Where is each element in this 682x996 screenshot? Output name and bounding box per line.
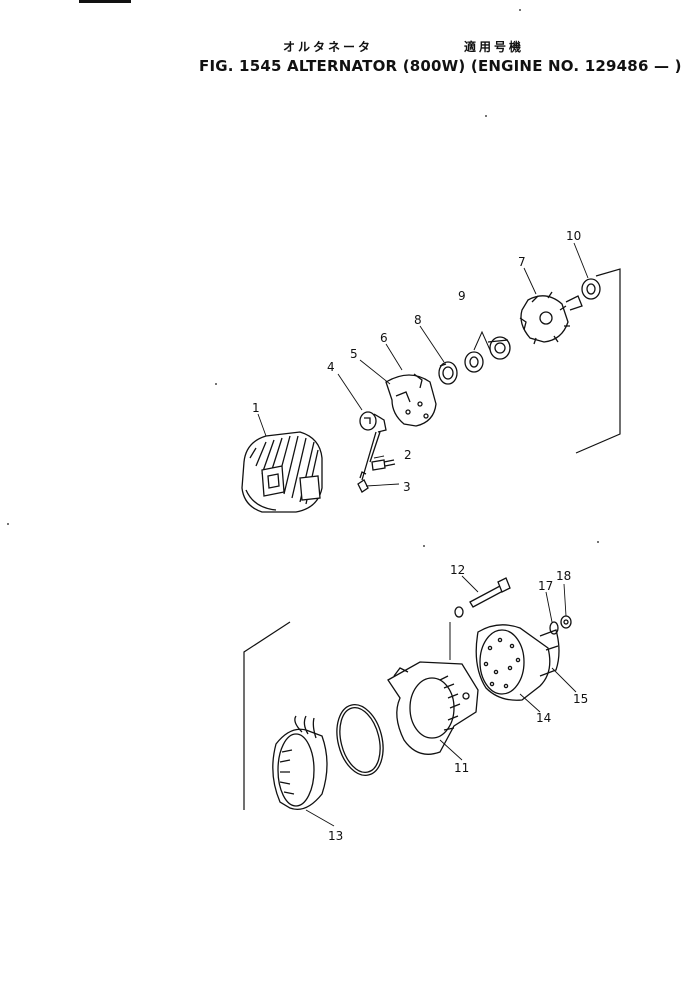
callout-18: 18 bbox=[556, 569, 571, 583]
callout-1: 1 bbox=[252, 401, 260, 415]
part-rear-housing bbox=[241, 431, 323, 513]
part-collar-pair bbox=[464, 336, 511, 373]
exploded-view-drawing: 1 2 3 4 5 6 7 8 9 10 11 12 13 14 15 17 1… bbox=[7, 9, 621, 843]
part-through-bolt bbox=[454, 577, 511, 618]
bracket-bottom-left bbox=[243, 621, 291, 810]
callout-5: 5 bbox=[350, 347, 358, 361]
leader-9-branch bbox=[473, 330, 491, 351]
callout-7: 7 bbox=[518, 255, 526, 269]
parts-diagram-page: オルタネータ 適用号機 FIG. 1545 ALTERNATOR (800W) … bbox=[7, 0, 682, 843]
part-brush-holder bbox=[385, 373, 437, 427]
callout-2: 2 bbox=[404, 448, 412, 462]
japanese-applicability-label: 適用号機 bbox=[464, 40, 525, 54]
callout-14: 14 bbox=[536, 711, 551, 725]
part-bearing bbox=[438, 361, 458, 385]
part-bearing-end bbox=[581, 278, 601, 300]
scan-specks bbox=[7, 9, 599, 547]
callout-8: 8 bbox=[414, 313, 422, 327]
callout-6: 6 bbox=[380, 331, 388, 345]
part-screw bbox=[357, 471, 369, 493]
part-bolt-small bbox=[371, 459, 396, 471]
leader-lines-top bbox=[257, 242, 589, 487]
callout-11: 11 bbox=[454, 761, 469, 775]
part-front-housing bbox=[475, 624, 560, 701]
callout-4: 4 bbox=[327, 360, 335, 374]
header-rule bbox=[79, 0, 131, 3]
callout-17: 17 bbox=[538, 579, 553, 593]
part-stator-housing bbox=[387, 661, 479, 755]
part-terminal bbox=[359, 411, 387, 481]
leader-lines-bottom bbox=[305, 575, 577, 827]
callout-13: 13 bbox=[328, 829, 343, 843]
part-rotor-fan bbox=[519, 291, 583, 345]
bracket-top-right bbox=[575, 268, 621, 454]
callout-10: 10 bbox=[566, 229, 581, 243]
part-stator-coil bbox=[272, 715, 328, 811]
part-o-ring bbox=[336, 704, 384, 776]
callout-12: 12 bbox=[450, 563, 465, 577]
japanese-title: オルタネータ bbox=[283, 40, 374, 54]
callout-15: 15 bbox=[573, 692, 588, 706]
callout-3: 3 bbox=[403, 480, 411, 494]
figure-title: FIG. 1545 ALTERNATOR (800W) (ENGINE NO. … bbox=[199, 57, 682, 75]
callout-9: 9 bbox=[458, 289, 466, 303]
